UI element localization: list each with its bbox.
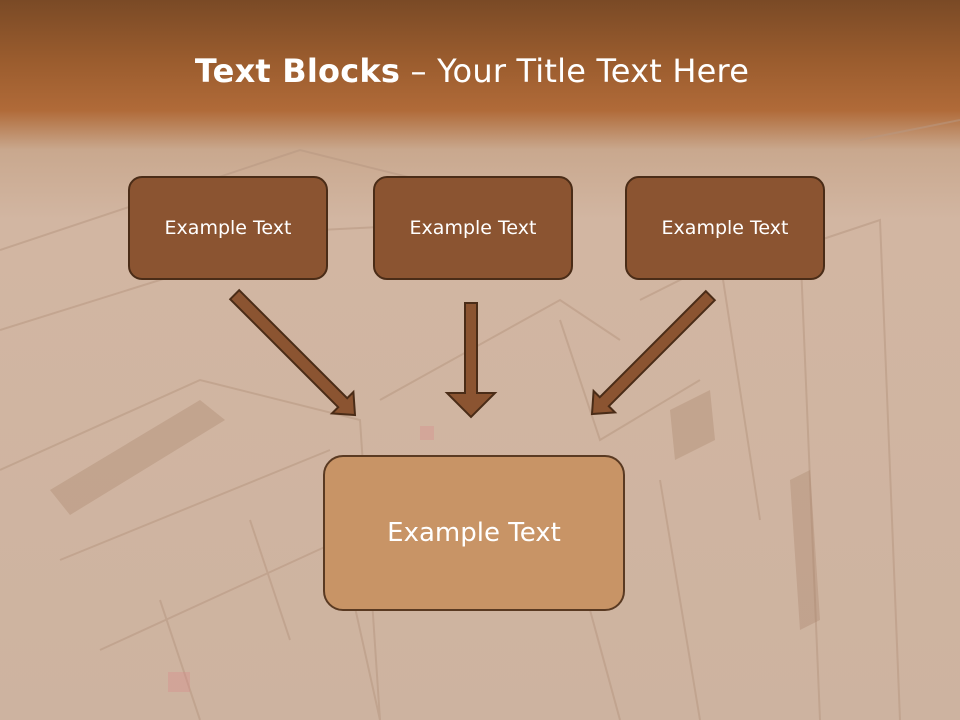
arrow-center-icon — [444, 302, 498, 419]
background-tag-mark — [168, 672, 190, 692]
text-block-1-label: Example Text — [164, 217, 292, 239]
text-block-2[interactable]: Example Text — [373, 176, 573, 280]
arrow-left-icon — [228, 288, 357, 417]
text-block-2-label: Example Text — [409, 217, 537, 239]
text-block-3-label: Example Text — [661, 217, 789, 239]
title-rest: Your Title Text Here — [437, 52, 750, 90]
target-block[interactable]: Example Text — [323, 455, 625, 611]
arrow-right-icon — [590, 289, 717, 416]
title-bold-part: Text Blocks — [194, 52, 401, 90]
target-block-label: Example Text — [387, 518, 561, 548]
text-block-1[interactable]: Example Text — [128, 176, 328, 280]
text-block-3[interactable]: Example Text — [625, 176, 825, 280]
page-title: Text Blocks – Your Title Text Here — [0, 52, 944, 90]
title-separator: – — [400, 52, 438, 90]
